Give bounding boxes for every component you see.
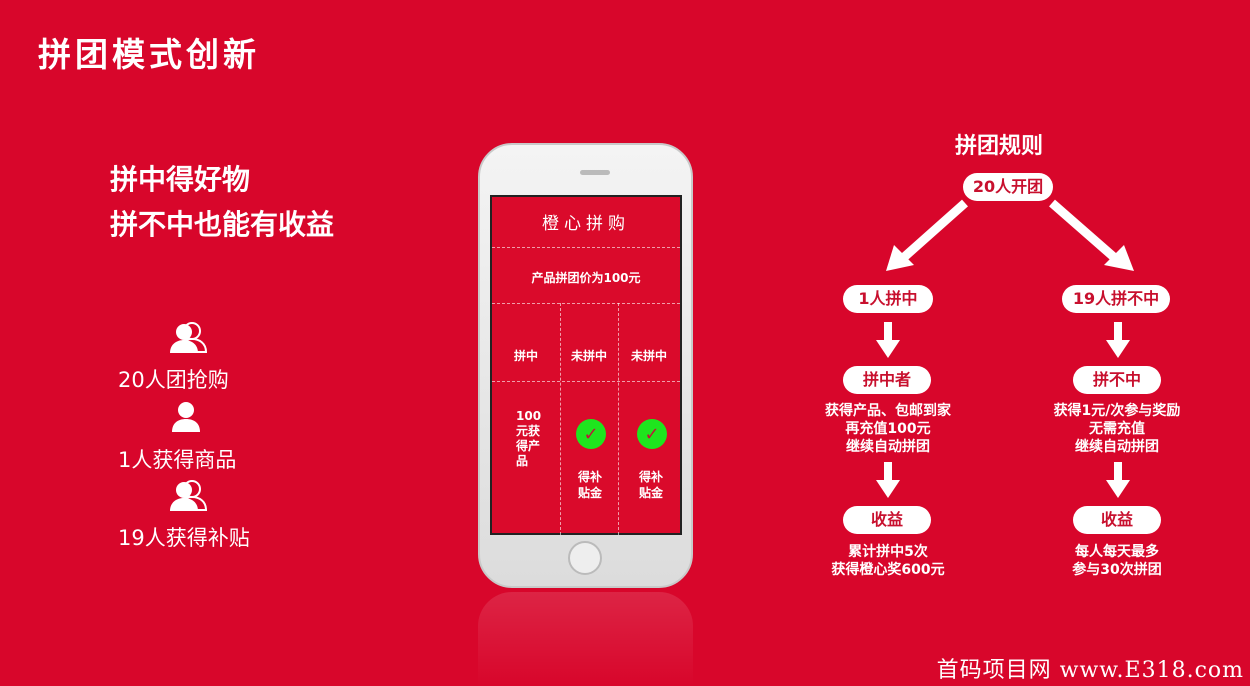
- phone-speaker: [580, 170, 610, 175]
- arrow-down-icon: [876, 462, 900, 498]
- check-icon: ✓: [576, 419, 606, 449]
- arrow-down-icon: [1106, 462, 1130, 498]
- loser-desc: 获得1元/次参与奖励 无需充值 继续自动拼团: [1017, 402, 1217, 456]
- start-pill: 20人开团: [963, 173, 1053, 201]
- winner-gain: 累计拼中5次 获得橙心奖600元: [788, 543, 988, 579]
- price-text: 产品拼团价为100元: [531, 271, 641, 285]
- gain-line: 每人每天最多: [1075, 544, 1159, 560]
- column-winner: 拼中: [513, 349, 538, 363]
- gain-winner: 收益: [843, 506, 931, 534]
- gain-line: 获得橙心奖600元: [831, 562, 945, 578]
- gain-line: 累计拼中5次: [848, 544, 928, 560]
- watermark: 首码项目网 www.E318.com: [936, 658, 1244, 683]
- winner-desc: 获得产品、包邮到家 再充值100元 继续自动拼团: [788, 402, 988, 456]
- slogan-2: 拼不中也能有收益: [110, 208, 335, 241]
- app-title: 橙心拼购: [542, 214, 630, 234]
- slogan-1: 拼中得好物: [110, 163, 251, 196]
- branch-winner: 1人拼中: [843, 285, 933, 313]
- page-title: 拼团模式创新: [38, 35, 260, 74]
- stat-label: 1人获得商品: [118, 448, 237, 472]
- phone-reflection: [478, 592, 693, 686]
- column-loser: 未拼中: [570, 349, 607, 363]
- user-icon: [172, 402, 200, 432]
- desc-line: 继续自动拼团: [846, 439, 930, 455]
- phone-screen: 橙心拼购 产品拼团价为100元 拼中 未拼中 未拼中 100元获得产品 ✓ ✓ …: [490, 195, 682, 535]
- arrow-down-icon: [1106, 322, 1130, 358]
- stat-label: 20人团抢购: [118, 368, 229, 392]
- gain-loser: 收益: [1073, 506, 1161, 534]
- gain-line: 参与30次拼团: [1072, 562, 1162, 578]
- group-users-icon: [170, 480, 208, 511]
- branch-arrows-icon: [886, 199, 1134, 271]
- role-loser: 拼不中: [1073, 366, 1161, 394]
- desc-line: 获得产品、包邮到家: [825, 403, 951, 419]
- loser-gain: 每人每天最多 参与30次拼团: [1017, 543, 1217, 579]
- desc-line: 无需充值: [1089, 421, 1145, 437]
- role-winner: 拼中者: [843, 366, 931, 394]
- desc-line: 继续自动拼团: [1075, 439, 1159, 455]
- desc-line: 再充值100元: [845, 421, 931, 437]
- check-icon: ✓: [637, 419, 667, 449]
- arrow-down-icon: [876, 322, 900, 358]
- desc-line: 获得1元/次参与奖励: [1053, 403, 1181, 419]
- loser-result: 得补贴金: [577, 470, 602, 500]
- loser-result: 得补贴金: [638, 470, 663, 500]
- group-users-icon: [170, 322, 208, 353]
- rules-title: 拼团规则: [955, 134, 1044, 159]
- winner-result: 100元获得产品: [516, 409, 542, 468]
- home-button: [568, 541, 602, 575]
- column-loser: 未拼中: [630, 349, 667, 363]
- branch-loser: 19人拼不中: [1062, 285, 1170, 313]
- stat-label: 19人获得补贴: [118, 526, 250, 550]
